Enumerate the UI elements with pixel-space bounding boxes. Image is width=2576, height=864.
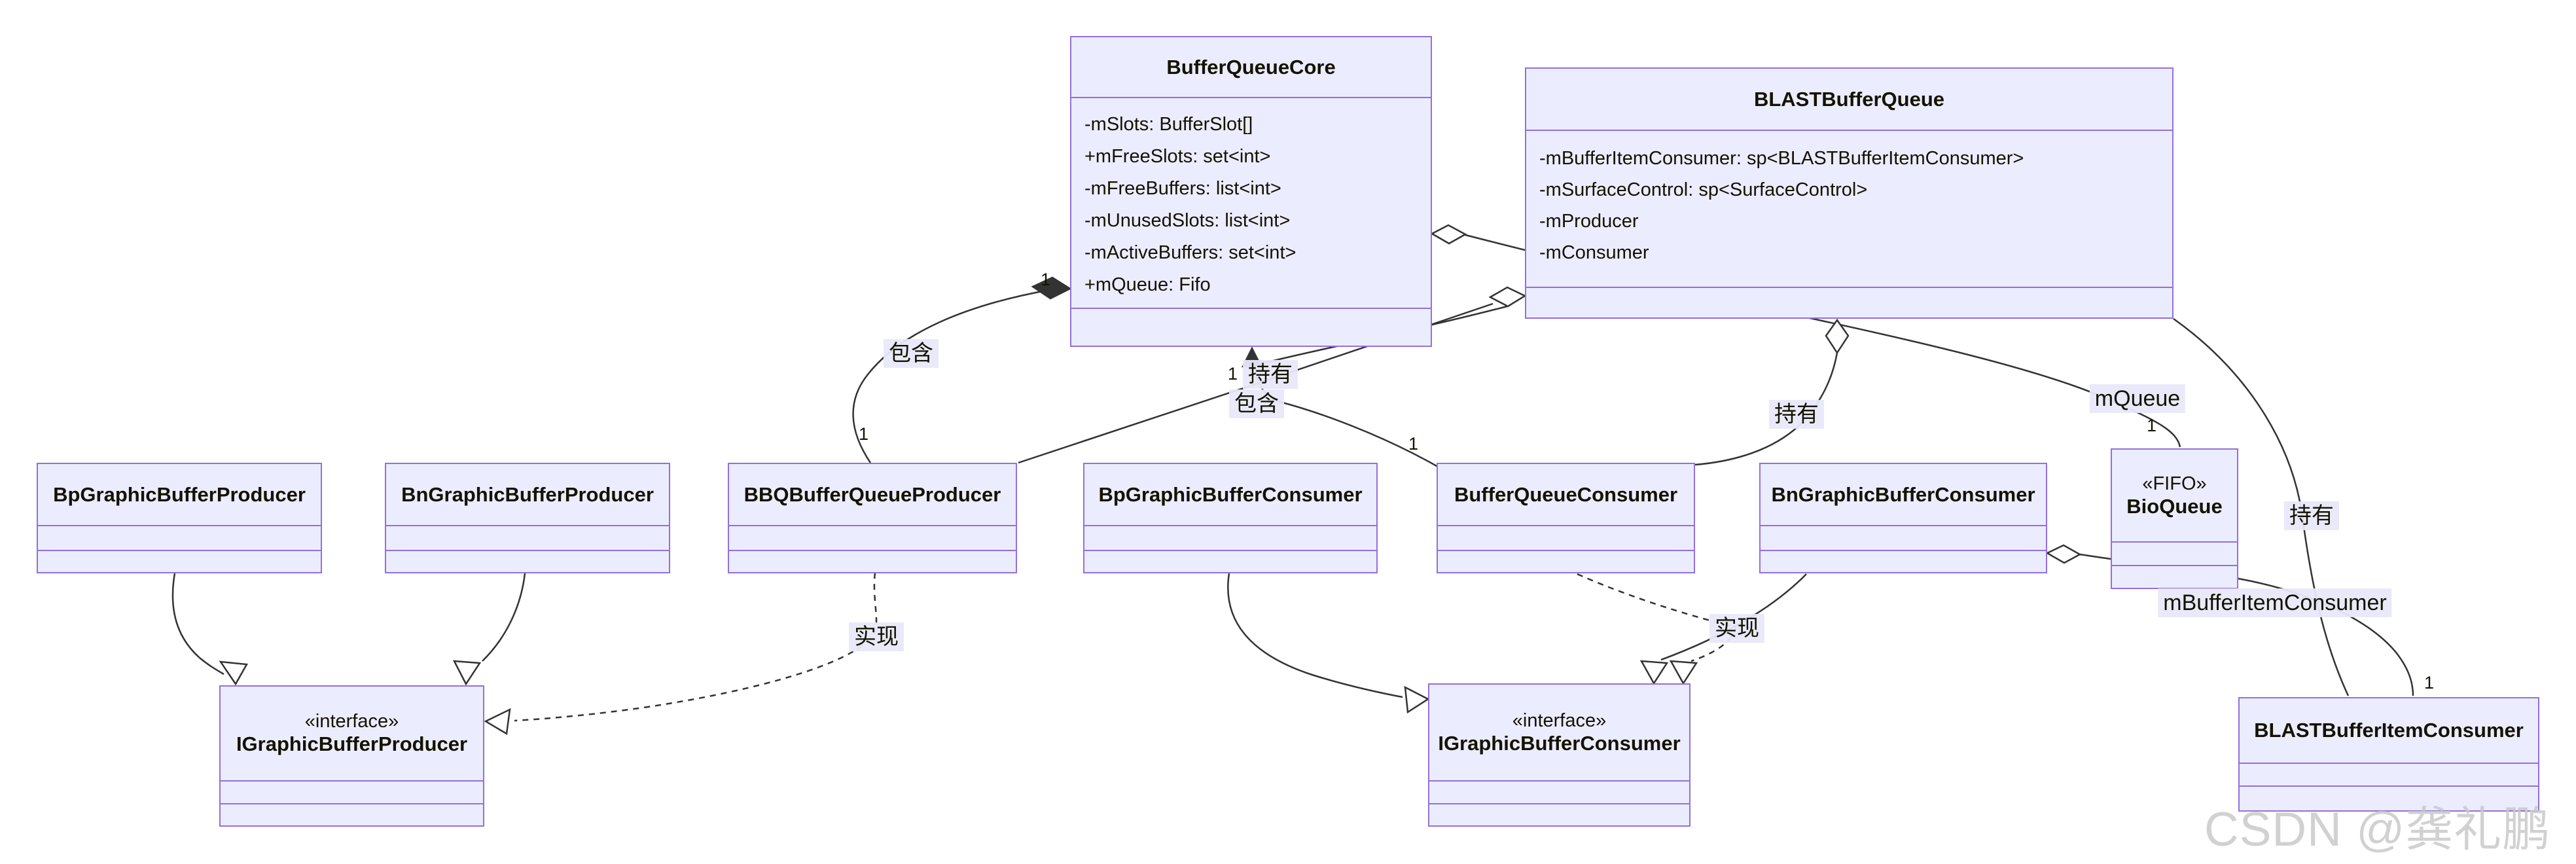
class-field: -mSlots: BufferSlot[] — [1084, 114, 1253, 135]
edge-realization-bqc-to-igbc — [1577, 573, 1737, 662]
class-field: -mProducer — [1539, 211, 1639, 232]
class-attributes — [1084, 526, 1376, 551]
edge-generalization-bpgbc-to-igbc — [1227, 573, 1403, 698]
aggregation-diamond-icon-core-right — [1430, 224, 1467, 245]
class-bn-graphic-buffer-producer[interactable]: BnGraphicBufferProducer — [385, 463, 670, 573]
class-name: BBQBufferQueueProducer — [743, 482, 1001, 506]
class-name: BLASTBufferItemConsumer — [2254, 719, 2524, 742]
label-shixian-producer: 实现 — [849, 622, 904, 651]
class-methods — [1526, 288, 2172, 317]
label-mbufferitemconsumer: mBufferItemConsumer — [2158, 588, 2392, 617]
generalization-arrow-icon-igbc-left — [1404, 685, 1430, 714]
class-attributes — [729, 526, 1016, 551]
class-methods — [1429, 804, 1689, 825]
realization-arrow-icon-igbp-side — [484, 708, 511, 736]
class-attributes — [221, 782, 483, 804]
class-name: BioQueue — [2126, 494, 2223, 518]
class-attributes — [386, 526, 669, 551]
generalization-arrow-icon-igbp-left — [219, 660, 249, 686]
class-name: BufferQueueCore — [1166, 55, 1336, 79]
class-field: -mFreeBuffers: list<int> — [1084, 178, 1281, 199]
class-methods — [221, 804, 483, 825]
class-name: IGraphicBufferProducer — [236, 732, 468, 755]
class-name: IGraphicBufferConsumer — [1438, 731, 1681, 755]
aggregation-diamond-icon-bngbc-right — [2045, 544, 2082, 564]
class-field: -mSurfaceControl: sp<SurfaceControl> — [1539, 179, 1868, 200]
class-attributes: -mSlots: BufferSlot[] +mFreeSlots: set<in… — [1071, 98, 1431, 309]
class-attributes — [38, 526, 321, 551]
class-name: BnGraphicBufferProducer — [401, 482, 654, 506]
realization-arrow-icon-igbc-top2 — [1669, 660, 1698, 685]
mult-bqc-baohan: 1 — [1408, 434, 1419, 454]
class-methods — [1071, 309, 1431, 346]
class-field: -mBufferItemConsumer: sp<BLASTBufferItem… — [1539, 148, 2024, 169]
class-blastbufferitemconsumer[interactable]: BLASTBufferItemConsumer — [2238, 697, 2539, 812]
label-shixian-consumer: 实现 — [1709, 614, 1764, 643]
class-stereotype: «FIFO» — [2142, 473, 2207, 494]
class-bp-graphic-buffer-producer[interactable]: BpGraphicBufferProducer — [37, 463, 322, 573]
generalization-arrow-icon-igbp-right — [452, 660, 482, 686]
class-stereotype: «interface» — [1512, 710, 1607, 731]
label-baohan-bqc-core: 包含 — [1229, 389, 1284, 418]
class-field: +mQueue: Fifo — [1084, 274, 1211, 295]
edge-composition-bbq-to-core — [852, 289, 1046, 463]
class-field: -mConsumer — [1539, 242, 1649, 263]
class-bioqueue[interactable]: «FIFO»BioQueue — [2111, 448, 2238, 589]
class-bp-graphic-buffer-consumer[interactable]: BpGraphicBufferConsumer — [1083, 463, 1378, 573]
composition-diamond-icon — [1031, 276, 1072, 300]
class-methods — [1084, 551, 1376, 572]
mult-core-chiyou: 1 — [1228, 364, 1238, 384]
class-name: BnGraphicBufferConsumer — [1771, 482, 2035, 506]
class-methods — [1761, 551, 2046, 572]
class-methods — [2112, 566, 2237, 588]
edge-realization-bbq-to-igbp — [514, 572, 878, 722]
class-methods — [38, 551, 321, 572]
mult-bbq-baohan: 1 — [859, 424, 869, 444]
class-bn-graphic-buffer-consumer[interactable]: BnGraphicBufferConsumer — [1759, 463, 2047, 573]
csdn-watermark: CSDN @龚礼鹏 — [2204, 803, 2551, 856]
class-bufferqueuecore[interactable]: BufferQueueCore -mSlots: BufferSlot[] +mFr… — [1070, 36, 1432, 347]
mult-core-baohan: 1 — [1041, 270, 1051, 289]
class-methods — [1438, 551, 1694, 572]
class-blastbufferqueue[interactable]: BLASTBufferQueue -mBufferItemConsumer: sp… — [1525, 67, 2174, 319]
class-igraphicbufferconsumer[interactable]: «interface»IGraphicBufferConsumer — [1428, 683, 1690, 827]
class-stereotype: «interface» — [304, 711, 399, 732]
class-name: BLASTBufferQueue — [1753, 87, 1945, 111]
edge-aggregation-blast-to-bqc — [1694, 352, 1838, 466]
class-igraphicbufferproducer[interactable]: «interface»IGraphicBufferProducer — [219, 685, 484, 827]
class-buffer-queue-consumer[interactable]: BufferQueueConsumer — [1437, 463, 1695, 573]
class-attributes — [2240, 764, 2538, 787]
edge-generalization-bngbp-to-igbp — [482, 573, 526, 662]
label-chiyou-blast-itemconsumer: 持有 — [2284, 501, 2339, 530]
generalization-arrow-icon-igbc-top1 — [1639, 660, 1669, 685]
class-methods — [386, 551, 669, 572]
edge-generalization-bpgbp-to-igbp — [171, 573, 224, 675]
class-attributes — [2112, 543, 2237, 566]
label-mqueue: mQueue — [2089, 384, 2186, 413]
class-field: -mActiveBuffers: set<int> — [1084, 242, 1297, 263]
class-attributes — [1761, 526, 2046, 551]
label-chiyou-blast-core: 持有 — [1243, 360, 1298, 389]
label-baohan-bbq-core: 包含 — [884, 339, 939, 368]
class-name: BpGraphicBufferProducer — [53, 482, 306, 506]
mult-bioqueue-mqueue: 1 — [2147, 416, 2157, 435]
mult-itemconsumer-chiyou: 1 — [2424, 673, 2435, 693]
label-chiyou-blast-bqc: 持有 — [1769, 400, 1824, 429]
class-methods — [729, 551, 1016, 572]
aggregation-diamond-icon-blast-left-lower — [1488, 286, 1527, 308]
class-attributes: -mBufferItemConsumer: sp<BLASTBufferItem… — [1526, 131, 2172, 288]
class-name: BufferQueueConsumer — [1454, 482, 1678, 506]
class-name: BpGraphicBufferConsumer — [1098, 482, 1363, 506]
aggregation-diamond-icon-blast-bottom — [1825, 318, 1850, 355]
class-attributes — [1438, 526, 1694, 551]
class-field: -mUnusedSlots: list<int> — [1084, 210, 1291, 231]
class-bbq-buffer-queue-producer[interactable]: BBQBufferQueueProducer — [728, 463, 1017, 573]
class-attributes — [1429, 782, 1689, 804]
class-field: +mFreeSlots: set<int> — [1084, 146, 1271, 167]
